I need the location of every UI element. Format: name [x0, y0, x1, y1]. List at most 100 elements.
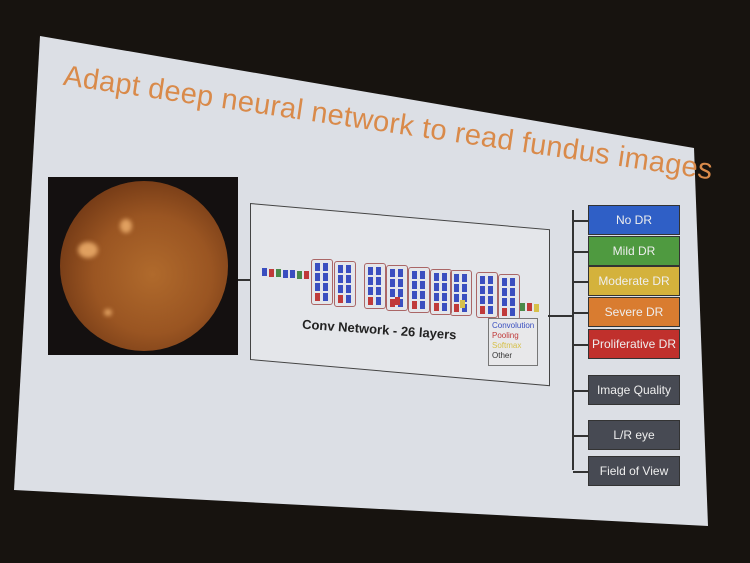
layer-block — [346, 294, 351, 303]
layer-block — [338, 284, 343, 293]
layer-block — [276, 269, 281, 278]
layer-block — [390, 299, 395, 308]
legend-item: Softmax — [492, 341, 522, 350]
layer-block — [420, 270, 425, 279]
inception-module — [476, 272, 498, 319]
arrow-icon — [573, 220, 588, 222]
inception-module — [311, 259, 333, 306]
inception-module — [334, 260, 356, 307]
inception-module — [430, 268, 452, 315]
layer-block — [480, 296, 485, 305]
layer-block — [488, 286, 493, 295]
layer-block — [315, 273, 320, 282]
layer-block — [462, 284, 467, 293]
layer-block — [395, 296, 400, 305]
layer-block — [420, 300, 425, 309]
layer-block — [510, 278, 515, 287]
layer-block — [442, 272, 447, 281]
layer-block — [323, 273, 328, 282]
layer-block — [454, 284, 459, 293]
layer-block — [488, 306, 493, 315]
layer-block — [510, 308, 515, 317]
arrow-icon — [573, 281, 588, 283]
layer-block — [462, 304, 467, 313]
layer-block — [510, 288, 515, 297]
layer-block — [346, 264, 351, 273]
output-field-of-view: Field of View — [588, 456, 680, 486]
layer-block — [390, 269, 395, 278]
layer-block — [434, 282, 439, 291]
layer-block — [338, 264, 343, 273]
layer-block — [338, 294, 343, 303]
layer-block — [488, 296, 493, 305]
layer-block — [304, 271, 309, 280]
layer-block — [398, 279, 403, 288]
arrow-icon — [573, 251, 588, 253]
layer-block — [442, 292, 447, 301]
arrow-icon — [573, 344, 588, 346]
layer-block — [323, 293, 328, 302]
layer-block — [390, 279, 395, 288]
layer-block — [480, 276, 485, 285]
layer-block — [338, 274, 343, 283]
output-proliferative-dr: Proliferative DR — [588, 329, 680, 359]
inception-module — [450, 270, 472, 317]
layer-block — [534, 303, 539, 312]
output-severe-dr: Severe DR — [588, 297, 680, 327]
layer-block — [502, 288, 507, 297]
layer-block — [520, 302, 525, 311]
layer-block — [412, 280, 417, 289]
connector — [548, 315, 572, 317]
layer-block — [398, 299, 403, 308]
output-l-r-eye: L/R eye — [588, 420, 680, 450]
layer-block — [434, 302, 439, 311]
legend-item: Pooling — [492, 331, 519, 340]
arrow-icon — [573, 471, 588, 473]
layer-block — [290, 270, 295, 279]
fundus-image — [48, 177, 238, 355]
inception-module — [386, 265, 408, 312]
layer-block — [462, 274, 467, 283]
layer-block — [376, 277, 381, 286]
arrow-icon — [573, 390, 588, 392]
layer-block — [262, 268, 267, 276]
layer-block — [412, 300, 417, 309]
layer-block — [269, 268, 274, 277]
layer-block — [502, 308, 507, 317]
layer-block — [434, 272, 439, 281]
legend-item: Other — [492, 351, 513, 360]
layer-block — [462, 294, 467, 303]
layer-block — [346, 274, 351, 283]
layer-block — [315, 283, 320, 292]
layer-block — [442, 302, 447, 311]
layer-block — [398, 289, 403, 298]
layer-block — [420, 280, 425, 289]
layer-block — [398, 269, 403, 278]
layer-block — [502, 298, 507, 307]
layer-block — [412, 290, 417, 299]
layer-block — [454, 304, 459, 313]
layer-block — [368, 297, 373, 306]
output-no-dr: No DR — [588, 205, 680, 235]
layer-block — [420, 290, 425, 299]
inception-module — [364, 263, 386, 310]
output-image-quality: Image Quality — [588, 375, 680, 405]
layer-block — [454, 294, 459, 303]
connector-vertical — [572, 210, 574, 470]
layer-block — [376, 287, 381, 296]
arrow-to-network — [238, 279, 250, 281]
layer-block — [376, 297, 381, 306]
arrow-icon — [573, 312, 588, 314]
inception-module — [408, 266, 430, 313]
layer-block — [323, 283, 328, 292]
layer-block — [390, 289, 395, 298]
layer-block — [368, 287, 373, 296]
layer-block — [297, 270, 302, 279]
layer-block — [527, 303, 532, 312]
layer-block — [460, 299, 465, 308]
output-mild-dr: Mild DR — [588, 236, 680, 266]
layer-block — [368, 277, 373, 286]
layer-block — [376, 267, 381, 276]
layer-block — [412, 270, 417, 279]
